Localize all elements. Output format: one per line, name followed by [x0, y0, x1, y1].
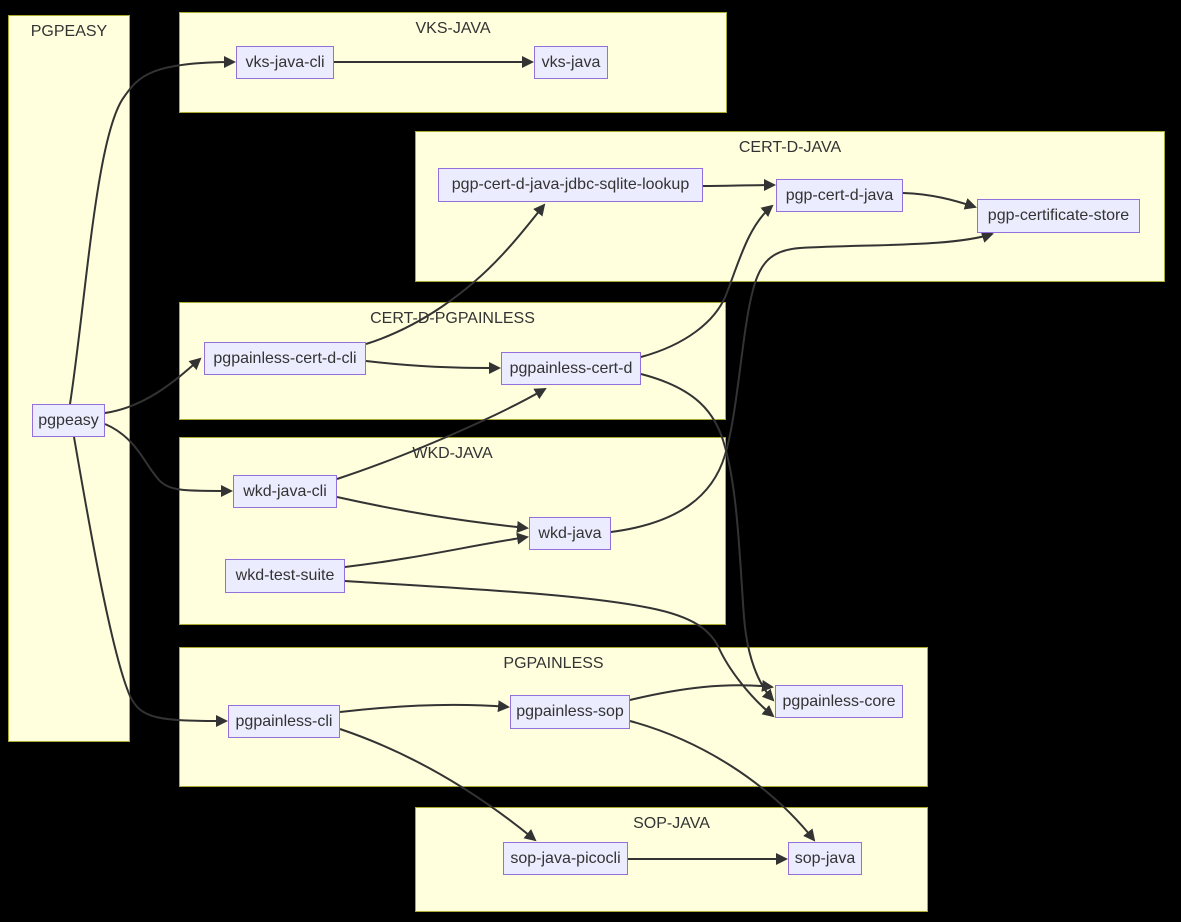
- node-pgp-cert-d-java: pgp-cert-d-java: [776, 179, 903, 212]
- node-sop-java: sop-java: [788, 842, 862, 875]
- edge-pgpainless-cli-to-pgpainless-sop: [339, 700, 510, 713]
- edge-pgpeasy-to-vks-java-cli: [69, 56, 236, 405]
- cluster-label-cert-d-pgpainless: CERT-D-PGPAINLESS: [370, 310, 535, 327]
- edge-wkd-java-cli-to-wkd-java: [336, 496, 529, 533]
- node-vks-java-cli: vks-java-cli: [236, 46, 334, 79]
- node-vks-java: vks-java: [534, 46, 608, 79]
- cluster-label-sop-java: SOP-JAVA: [633, 815, 710, 832]
- node-wkd-test-suite: wkd-test-suite: [225, 559, 345, 593]
- edge-pgpeasy-to-pgpainless-cli: [73, 436, 228, 727]
- edge-pgpainless-cert-d-cli-to-pgpainless-cert-d: [365, 360, 501, 374]
- edge-pgp-cert-d-java-to-pgp-certificate-store: [902, 192, 977, 210]
- node-wkd-java-cli: wkd-java-cli: [233, 475, 337, 508]
- edge-pgpainless-sop-to-sop-java: [629, 720, 816, 842]
- node-pgp-certificate-store: pgp-certificate-store: [977, 199, 1140, 233]
- node-pgp-cert-d-java-jdbc-sqlite-lookup: pgp-cert-d-java-jdbc-sqlite-lookup: [438, 168, 703, 202]
- node-sop-java-picocli: sop-java-picocli: [503, 842, 628, 875]
- edge-wkd-java-cli-to-pgpainless-cert-d: [336, 388, 547, 480]
- edge-wkd-java-to-pgp-certificate-store: [610, 231, 994, 533]
- edge-pgpainless-cert-d-to-pgp-cert-d-java: [640, 204, 774, 358]
- node-pgpeasy: pgpeasy: [32, 404, 105, 437]
- cluster-label-cert-d-java: CERT-D-JAVA: [738, 139, 842, 156]
- cluster-label-wkd-java: WKD-JAVA: [412, 445, 493, 462]
- cluster-label-vks-java: VKS-JAVA: [415, 20, 491, 37]
- cluster-label-pgpeasy: PGPEASY: [30, 23, 108, 40]
- node-wkd-java: wkd-java: [529, 517, 611, 550]
- edge-pgpainless-cert-d-to-pgpainless-core: [640, 373, 775, 702]
- edge-pgpeasy-to-pgpainless-cert-d-cli: [104, 357, 202, 414]
- node-pgpainless-cert-d-cli: pgpainless-cert-d-cli: [204, 342, 366, 375]
- cluster-pgpeasy: PGPEASY: [8, 15, 130, 742]
- node-pgpainless-core: pgpainless-core: [775, 685, 903, 718]
- edge-pgpainless-sop-to-pgpainless-core: [629, 679, 774, 701]
- cluster-wkd-java: WKD-JAVA: [179, 437, 726, 625]
- cluster-label-pgpainless: PGPAINLESS: [503, 655, 604, 672]
- edge-wkd-test-suite-to-pgpainless-core: [344, 580, 775, 718]
- edge-pgpainless-cert-d-cli-to-jdbc-sqlite-lookup: [365, 203, 546, 345]
- edge-pgpeasy-to-wkd-java-cli: [104, 423, 233, 497]
- edge-jdbc-sqlite-lookup-to-pgp-cert-d-java: [702, 179, 776, 192]
- node-pgpainless-cert-d: pgpainless-cert-d: [501, 352, 641, 385]
- node-pgpainless-cli: pgpainless-cli: [228, 705, 340, 738]
- edge-wkd-test-suite-to-wkd-java: [344, 532, 529, 568]
- edge-pgpainless-cli-to-sop-java-picocli: [339, 728, 537, 842]
- node-pgpainless-sop: pgpainless-sop: [510, 695, 630, 729]
